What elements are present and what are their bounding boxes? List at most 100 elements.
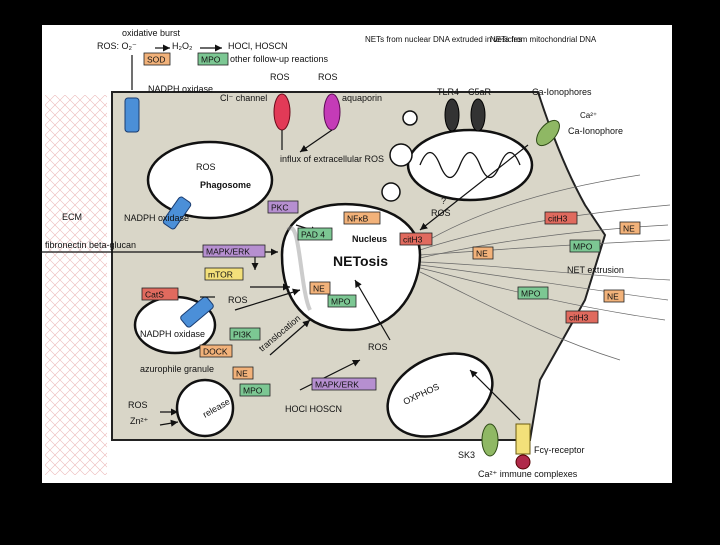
- tlr4-label: TLR4: [437, 87, 459, 97]
- dock-box-bg: [199, 344, 233, 358]
- ca2-label: Ca²⁺: [580, 111, 597, 120]
- sod-box-bg: [143, 52, 171, 66]
- mapk-erk-low-box-label: MAPK/ERK: [315, 380, 359, 390]
- influx-label: influx of extracellular ROS: [280, 154, 384, 164]
- vesicle-small-1: [389, 143, 413, 167]
- mtor-box-bg: [204, 267, 244, 281]
- mpo-net-a-box-bg: [569, 239, 601, 253]
- netosis-label: NETosis: [333, 253, 388, 269]
- sod-box-label: SOD: [147, 55, 165, 65]
- phagosome-label: Phagosome: [200, 180, 251, 190]
- ros-phagosome-label: ROS: [196, 162, 216, 172]
- mitochondrion-top: [406, 128, 534, 202]
- mapk-erk-top-box-bg: [202, 244, 266, 258]
- vesicle-small-2: [381, 182, 401, 202]
- net-extrusion-label: NET extrusion: [567, 265, 624, 275]
- nadph-oxidase-membrane-icon: [124, 97, 140, 133]
- nadph-oxidase-low-label: NADPH oxidase: [140, 329, 205, 339]
- mpo-net-a-box-label: MPO: [573, 242, 593, 252]
- mpo-nucleus-box-bg: [327, 294, 357, 308]
- pkc-box-bg: [267, 200, 299, 214]
- tlr4-icon: [444, 98, 460, 132]
- nfkb-box-bg: [343, 211, 381, 225]
- nadph-oxidase-mid-label: NADPH oxidase: [124, 213, 189, 223]
- ros-o2-label: ROS: O₂⁻: [97, 41, 137, 51]
- cith3-nucleus-box-bg: [399, 232, 433, 246]
- mitochondrion-bottom: [386, 352, 494, 438]
- mapk-erk-top-box-label: MAPK/ERK: [206, 247, 250, 257]
- oxidative-burst-label: oxidative burst: [122, 28, 181, 38]
- ros-low-label: ROS: [368, 342, 388, 352]
- mapk-erk-low-box-bg: [311, 377, 377, 391]
- cith3-nucleus-box-label: citH3: [403, 235, 423, 245]
- sk3-label: SK3: [458, 450, 475, 460]
- cl-channel-icon: [273, 93, 291, 131]
- fcy-receptor-icon: [515, 423, 531, 455]
- cith3-net-a-box-bg: [544, 211, 578, 225]
- pad4-box-bg: [297, 227, 333, 241]
- ros-2-label: ROS: [318, 72, 338, 82]
- mtor-box-label: mTOR: [208, 270, 233, 280]
- dock-box-label: DOCK: [203, 347, 228, 357]
- ros-1-label: ROS: [270, 72, 290, 82]
- cith3-net-a-box-label: citH3: [548, 214, 568, 224]
- c5ar-icon: [470, 98, 486, 132]
- nadph-oxidase-vesicle-icon: [180, 296, 214, 328]
- mpo-nucleus-box-label: MPO: [331, 297, 351, 307]
- cristae-top: [419, 151, 521, 179]
- mpo-net-b-box-label: MPO: [521, 289, 541, 299]
- chromatin: [286, 226, 312, 311]
- azurophile-label: azurophile granule: [140, 364, 214, 374]
- ca-ionophores-label: Ca-Ionophores: [532, 87, 592, 97]
- nucleus-label: Nucleus: [352, 234, 387, 244]
- hocl-label: HOCl, HOSCN: [228, 41, 288, 51]
- nets-mito-label: NETs from mitochondrial DNA: [490, 35, 597, 44]
- pi3k-box-bg: [229, 327, 261, 341]
- cats-box-bg: [141, 287, 179, 301]
- ne-net-c-box-label: NE: [607, 292, 619, 302]
- fibronectin-label: fibronectin beta-glucan: [45, 240, 136, 250]
- pad4-box-label: PAD 4: [301, 230, 325, 240]
- ne-net-b-box-bg: [472, 246, 494, 260]
- pi3k-box-label: PI3K: [233, 330, 252, 340]
- sk3-icon: [481, 423, 499, 457]
- c5ar-label: C5aR: [468, 87, 492, 97]
- question-mark-label: ?: [441, 196, 446, 206]
- ne-net-b-box-label: NE: [476, 249, 488, 259]
- azurophile-granule: [175, 378, 235, 438]
- ca-immune-label: Ca²⁺ immune complexes: [478, 469, 578, 479]
- pkc-box-label: PKC: [271, 203, 288, 213]
- cith3-net-b-box-label: citH3: [569, 313, 589, 323]
- aquaporin-label: aquaporin: [342, 93, 382, 103]
- fcy-receptor-label: Fcγ-receptor: [534, 445, 585, 455]
- ne-net-a-box-label: NE: [623, 224, 635, 234]
- ne-net-c-box-bg: [603, 289, 625, 303]
- ca-ionophore-icon: [536, 119, 560, 147]
- ne-granule-box-label: NE: [236, 369, 248, 379]
- ca-ionophore-label: Ca-Ionophore: [568, 126, 623, 136]
- immune-complex-icon: [515, 454, 531, 470]
- ne-nucleus-box-bg: [309, 281, 331, 295]
- ne-nucleus-box-label: NE: [313, 284, 325, 294]
- ecm-label: ECM: [62, 212, 82, 222]
- mpo-top-box-bg: [197, 52, 229, 66]
- nadph-oxidase-top-label: NADPH oxidase: [148, 84, 213, 94]
- cl-channel-label: Cl⁻ channel: [220, 93, 267, 103]
- nfkb-box-label: NFκB: [347, 214, 369, 224]
- other-reactions-label: other follow-up reactions: [230, 54, 329, 64]
- mpo-top-box-label: MPO: [201, 55, 221, 65]
- ne-granule-box-bg: [232, 366, 254, 380]
- ros-question-label: ROS: [431, 208, 451, 218]
- ne-net-a-box-bg: [619, 221, 641, 235]
- cats-box-label: CatS: [145, 290, 164, 300]
- nets-nuclear-label: NETs from nuclear DNA extruded in vesicl…: [365, 35, 522, 44]
- mpo-granule-box-bg: [239, 383, 271, 397]
- ros-bottom-left-label: ROS: [128, 400, 148, 410]
- aquaporin-icon: [323, 93, 341, 131]
- ecm-fibers: [45, 95, 107, 475]
- cith3-net-b-box-bg: [565, 310, 599, 324]
- nadph-oxidase-phagosome-icon: [162, 196, 192, 230]
- mpo-granule-box-label: MPO: [243, 386, 263, 396]
- mpo-net-b-box-bg: [517, 286, 549, 300]
